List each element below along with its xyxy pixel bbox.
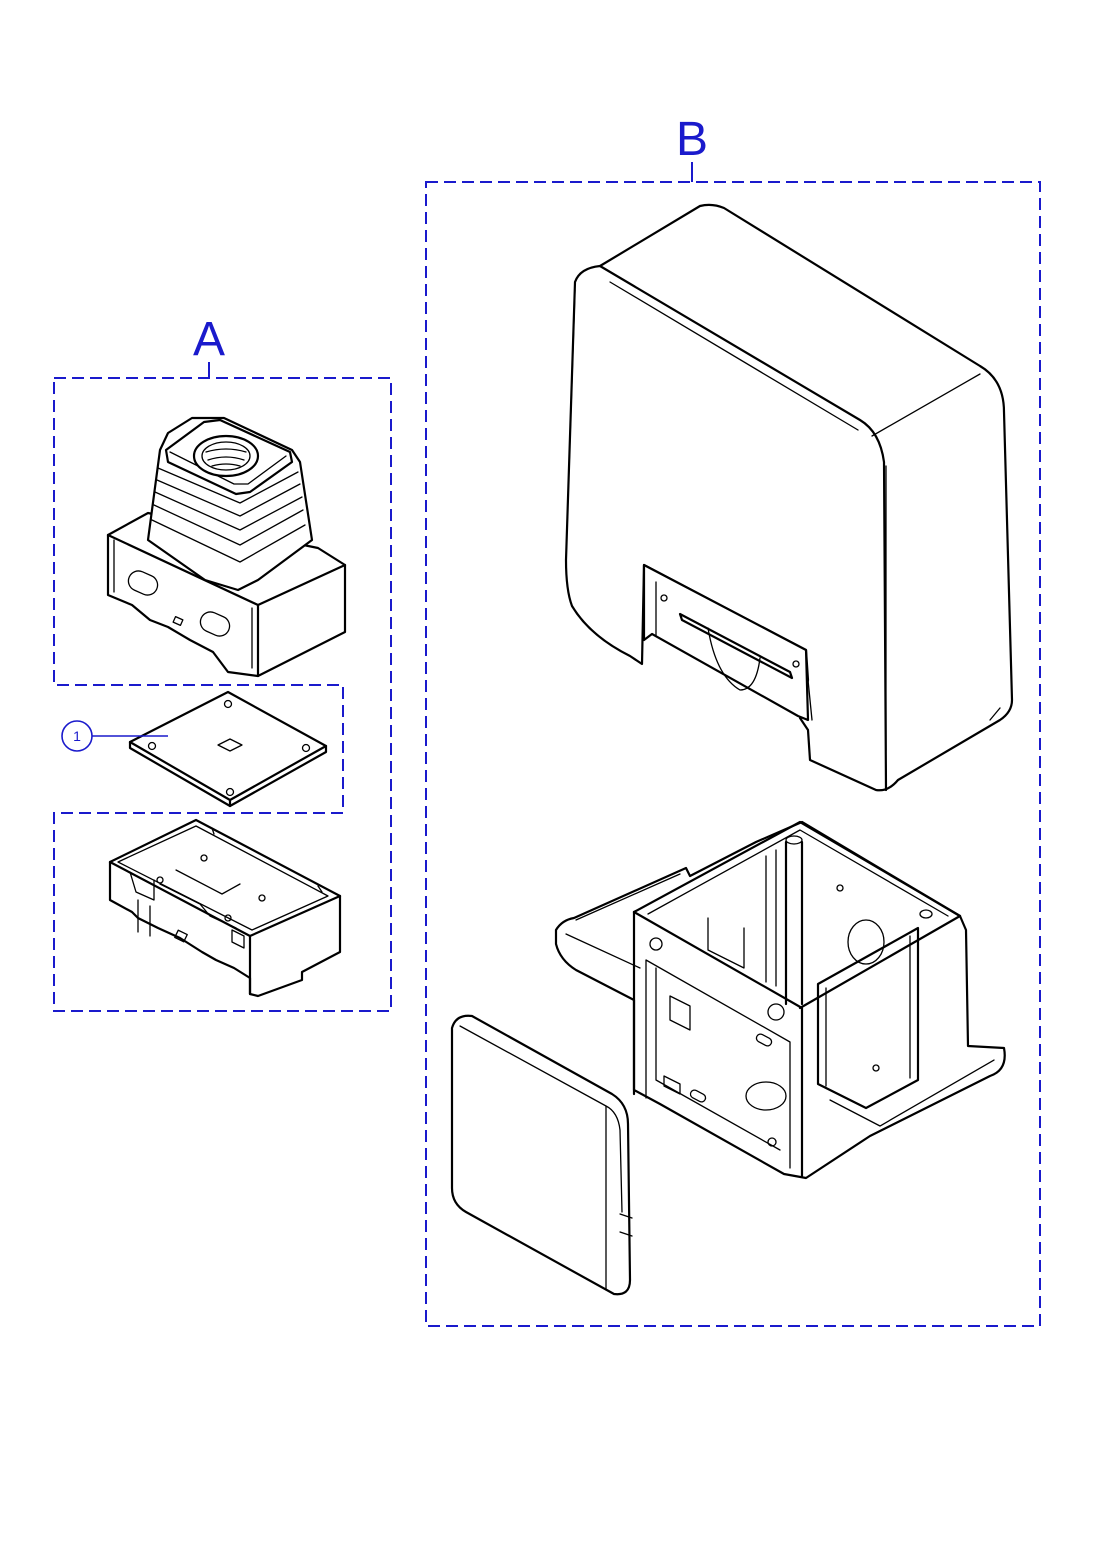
group-b: B [425, 113, 1041, 1327]
base-chassis-part [554, 820, 1006, 1180]
group-a-label: A [193, 313, 225, 366]
side-cover-panel-part [450, 1014, 633, 1296]
conical-cover-part [106, 416, 347, 678]
flat-plate-part [128, 690, 328, 808]
hood-cover-part [564, 203, 1014, 792]
group-b-label: B [676, 113, 708, 166]
group-b-outline [425, 181, 1041, 1327]
callout-1: 1 [61, 720, 168, 752]
base-tray-part [108, 818, 342, 998]
callout-1-number: 1 [73, 728, 81, 744]
group-a: A [53, 313, 392, 1012]
group-a-outline [53, 377, 392, 1012]
